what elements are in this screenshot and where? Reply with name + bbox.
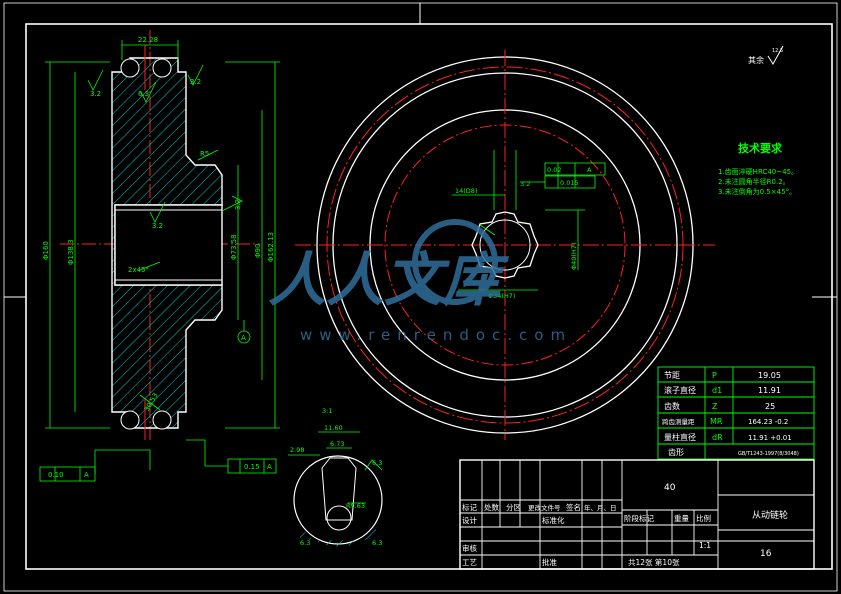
dim-phi-left1: Φ160 <box>42 241 50 260</box>
detail-rough-1: 6.3 <box>372 459 382 467</box>
tb-row-standard: 标准化 <box>542 515 565 525</box>
front-dimension-labels: 0.02 0.015 A 14(D8) Φ34(H7) Φ40(H7) 3.2 <box>455 166 592 300</box>
gear-table-text: 节距 P 19.05 滚子直径 d1 11.91 齿数 Z 25 跨齿测量距 M… <box>662 371 799 457</box>
tb-scale: 1:1 <box>699 541 711 550</box>
gear-row-4-label: 跨齿测量距 <box>662 417 695 426</box>
tol-flat-datum: A <box>84 471 89 479</box>
title-block-text: 标记 处数 分区 更改文件号 签名 年、月、日 设计 标准化 审核 工艺 批准 … <box>462 483 788 567</box>
key-ctrl-2: 0.015 <box>560 179 579 187</box>
roughness-note-text: 其余 <box>748 55 764 65</box>
tol-runout-value: 0.15 <box>244 463 260 471</box>
dim-phi-outer: Φ162.13 <box>267 232 275 262</box>
gear-row-1-value: 19.05 <box>758 371 781 380</box>
rough-32-c: 3.2 <box>152 222 163 230</box>
gear-row-1-symbol: P <box>712 371 717 380</box>
tech-item-3: 3.未注倒角为0.5×45°。 <box>718 187 796 196</box>
gear-row-6-label: 齿形 <box>668 448 684 457</box>
spline-big: Φ40(H7) <box>570 243 578 270</box>
gear-row-3-symbol: Z <box>712 402 718 411</box>
gear-row-3-label: 齿数 <box>664 401 680 411</box>
key-ctrl-datum: A <box>587 166 592 174</box>
detail-rough-2: 6.3 <box>300 539 310 547</box>
detail-rough-3: 6.3 <box>372 539 382 547</box>
roughness-note-value: 12.5 <box>772 48 783 54</box>
tb-part-name: 从动链轮 <box>752 509 788 521</box>
tb-header-1: 标记 <box>462 502 477 512</box>
left-dimensions <box>39 40 280 482</box>
gear-row-2-value: 11.91 <box>758 386 781 395</box>
gear-row-3-value: 25 <box>765 402 775 411</box>
tb-header-5: 签名 <box>566 502 581 512</box>
rough-32-d: 3.2 <box>234 199 242 210</box>
front-view <box>295 50 715 440</box>
tb-header-6: 年、月、日 <box>584 503 617 512</box>
rough-63: 6.3 <box>138 90 149 98</box>
gear-table <box>657 366 815 460</box>
tech-item-1: 1.齿面淬硬HRC40~45。 <box>718 167 798 176</box>
tb-row-process: 工艺 <box>462 558 477 567</box>
detail-scale: 3:1 <box>322 407 332 415</box>
key-ctrl-1: 0.02 <box>547 166 561 174</box>
tol-flat-value: 0.10 <box>48 471 64 479</box>
detail-width-2: 6.73 <box>330 440 344 448</box>
tb-header-2: 处数 <box>484 502 499 512</box>
tb-header-4: 更改文件号 <box>528 503 561 512</box>
dim-phi-bore: Φ73.58 <box>230 234 238 260</box>
detail-width-1: 11.60 <box>324 424 343 432</box>
tb-row-approve: 批准 <box>542 557 557 567</box>
gear-row-5-label: 量柱直径 <box>664 432 696 442</box>
front-dimensions <box>452 150 606 291</box>
tb-row-design: 设计 <box>462 515 477 525</box>
rough-32-b: 3.2 <box>190 78 201 86</box>
tol-runout-datum: A <box>267 463 272 471</box>
front-rough-32: 3.2 <box>520 180 530 188</box>
datum-a-label: A <box>241 334 246 342</box>
gear-row-1-label: 节距 <box>664 371 680 380</box>
gear-row-5-symbol: dR <box>712 433 723 442</box>
watermark-text: 人人文库 <box>268 246 510 314</box>
gear-row-4-symbol: MR <box>710 417 723 426</box>
section-view <box>60 30 260 440</box>
watermark: 人人文库 www.renrendoc.com <box>268 219 572 344</box>
dim-phi-hub: Φ90 <box>254 244 262 258</box>
tb-material: 40 <box>664 483 676 493</box>
dim-phi-left2: Φ138.3 <box>67 239 75 265</box>
gear-row-2-label: 滚子直径 <box>664 385 696 395</box>
key-depth: 14(D8) <box>455 187 477 195</box>
tb-stage-header-1: 阶段标记 <box>624 513 654 523</box>
detail-view: 3:1 11.60 6.73 2.98 R9.63 6.3 6.3 6.3 <box>288 407 383 547</box>
tech-title: 技术要求 <box>738 141 783 155</box>
gear-row-6-value: GB/T1243-1997(8/3048) <box>738 451 799 457</box>
detail-radius: R9.63 <box>346 502 365 510</box>
spline-dia: Φ34(H7) <box>488 292 515 300</box>
tb-sheet-info: 共12张 第10张 <box>628 557 680 567</box>
tb-header-3: 分区 <box>506 503 521 512</box>
detail-height: 2.98 <box>290 446 304 454</box>
tb-stage-header-3: 比例 <box>696 513 711 523</box>
gear-row-2-symbol: d1 <box>712 386 722 395</box>
tech-item-2: 2.未注圆角半径R0.2。 <box>718 177 790 186</box>
dim-top-width: 22.28 <box>138 36 158 44</box>
tb-row-review: 审核 <box>462 543 477 553</box>
watermark-url: www.renrendoc.com <box>300 326 572 344</box>
gear-row-4-value: 164.23 -0.2 <box>748 418 788 426</box>
roughness-note: 其余 12.5 <box>748 45 784 65</box>
gear-row-5-value: 11.91 +0.01 <box>748 434 792 442</box>
rough-32-a: 3.2 <box>90 90 101 98</box>
tb-stage-header-2: 重量 <box>674 514 689 523</box>
dim-bore-chamfer: 2x45° <box>128 266 149 274</box>
tb-drawing-no: 16 <box>760 549 772 559</box>
tech-requirements: 技术要求 1.齿面淬硬HRC40~45。 2.未注圆角半径R0.2。 3.未注倒… <box>718 141 798 196</box>
dim-chamfer: R5 <box>200 150 209 158</box>
title-block <box>459 459 815 570</box>
